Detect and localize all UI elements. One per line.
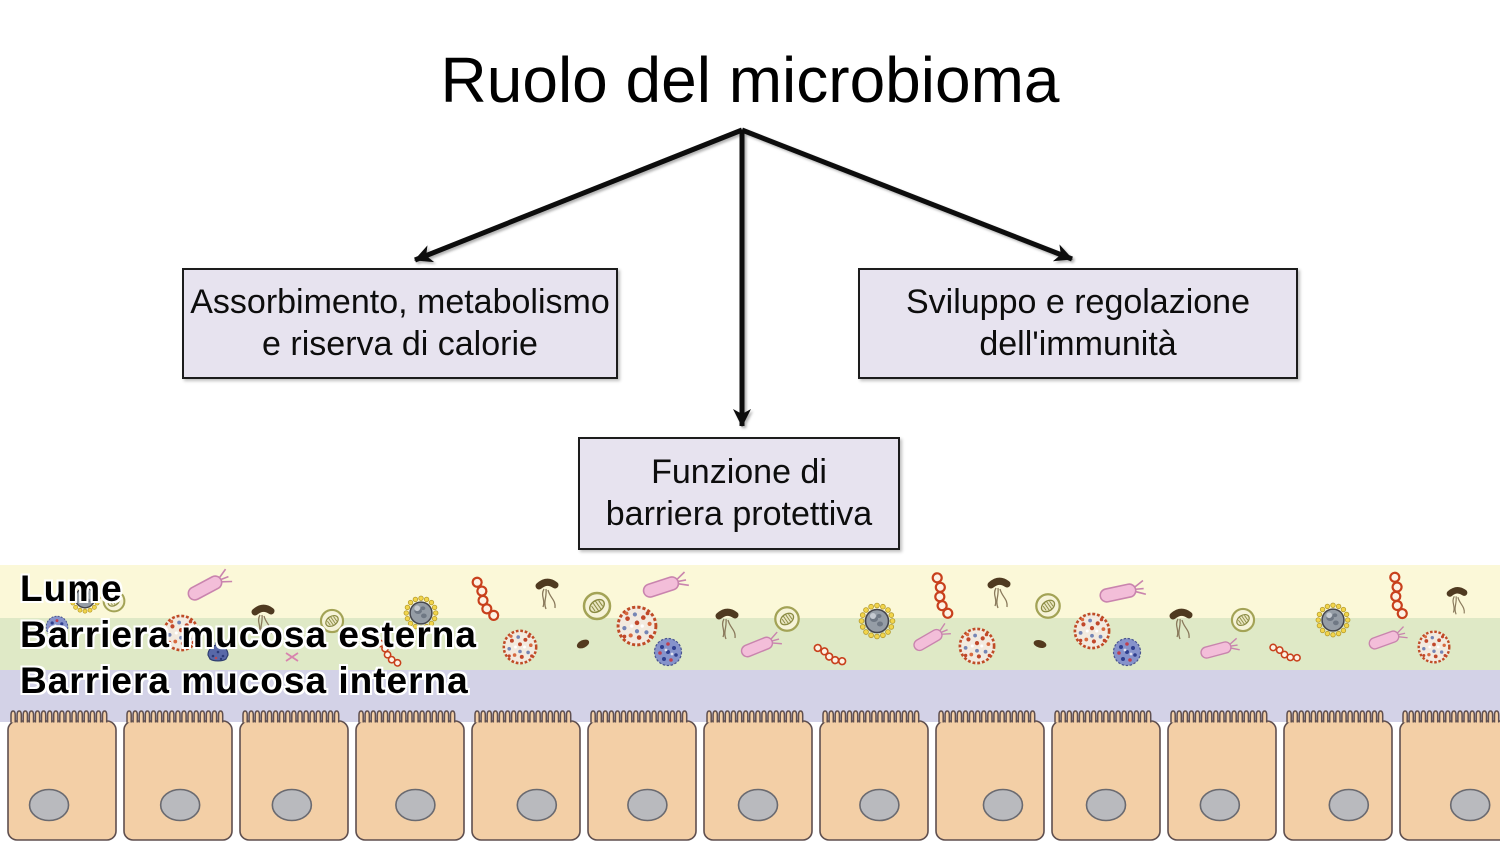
- cell-body: [1399, 720, 1500, 841]
- label-lume: Lume: [20, 568, 123, 609]
- cell-body: [239, 720, 349, 841]
- lume-band: [0, 565, 1500, 618]
- cell-nucleus: [159, 788, 201, 822]
- cell-body: [355, 720, 465, 841]
- label-outer-mucus: Barriera mucosa esterna: [20, 614, 477, 655]
- cell-nucleus: [1328, 788, 1370, 822]
- cell-body: [7, 720, 117, 841]
- label-inner-mucus: Barriera mucosa interna: [20, 660, 469, 701]
- epithelial-cell: [471, 710, 581, 841]
- box-barrier: Funzione di barriera protettiva: [578, 437, 900, 550]
- cell-nucleus: [395, 788, 436, 822]
- cell-body: [1167, 720, 1277, 841]
- cell-nucleus: [859, 788, 900, 822]
- cell-body: [703, 720, 813, 841]
- box-immunity: Sviluppo e regolazione dell'immunità: [858, 268, 1298, 379]
- cell-nucleus: [1199, 788, 1241, 822]
- epithelial-cell: [1051, 710, 1161, 841]
- cell-nucleus: [1449, 788, 1491, 822]
- box-absorption-line1: Assorbimento, metabolismo: [190, 283, 610, 322]
- cell-nucleus: [28, 788, 70, 822]
- cell-nucleus: [271, 788, 313, 822]
- page-title: Ruolo del microbioma: [440, 44, 1060, 116]
- epithelial-cell: [123, 710, 233, 841]
- arrow: [414, 127, 743, 263]
- cell-body: [471, 720, 581, 841]
- cell-body: [1051, 720, 1161, 841]
- epithelial-cell: [703, 710, 813, 841]
- cell-nucleus: [737, 788, 779, 822]
- cell-nucleus: [1085, 788, 1127, 822]
- epithelial-cell: [819, 710, 929, 841]
- epithelial-cell: [587, 710, 697, 841]
- box-absorption: Assorbimento, metabolismo e riserva di c…: [182, 268, 618, 379]
- epithelial-cell: [935, 710, 1045, 841]
- cell-body: [587, 720, 697, 841]
- cell-body: [819, 720, 929, 841]
- epithelial-cell: [239, 710, 349, 841]
- cell-nucleus: [982, 788, 1024, 822]
- epithelial-cell: [1399, 710, 1500, 841]
- cell-body: [123, 720, 233, 841]
- box-barrier-line1: Funzione di: [651, 453, 827, 492]
- box-immunity-line2: dell'immunità: [979, 324, 1177, 363]
- cell-nucleus: [627, 788, 668, 822]
- epithelium-layer: [7, 710, 1500, 841]
- arrow: [741, 127, 1073, 262]
- cell-body: [935, 720, 1045, 841]
- box-absorption-line2: e riserva di calorie: [262, 324, 538, 363]
- box-barrier-line2: barriera protettiva: [605, 494, 873, 533]
- cell-nucleus: [516, 788, 558, 822]
- box-immunity-line1: Sviluppo e regolazione: [905, 283, 1251, 322]
- epithelial-cell: [1283, 710, 1393, 841]
- epithelial-cell: [1167, 710, 1277, 841]
- cell-body: [1283, 720, 1393, 841]
- epithelial-cell: [7, 710, 117, 841]
- epithelial-cell: [355, 710, 465, 841]
